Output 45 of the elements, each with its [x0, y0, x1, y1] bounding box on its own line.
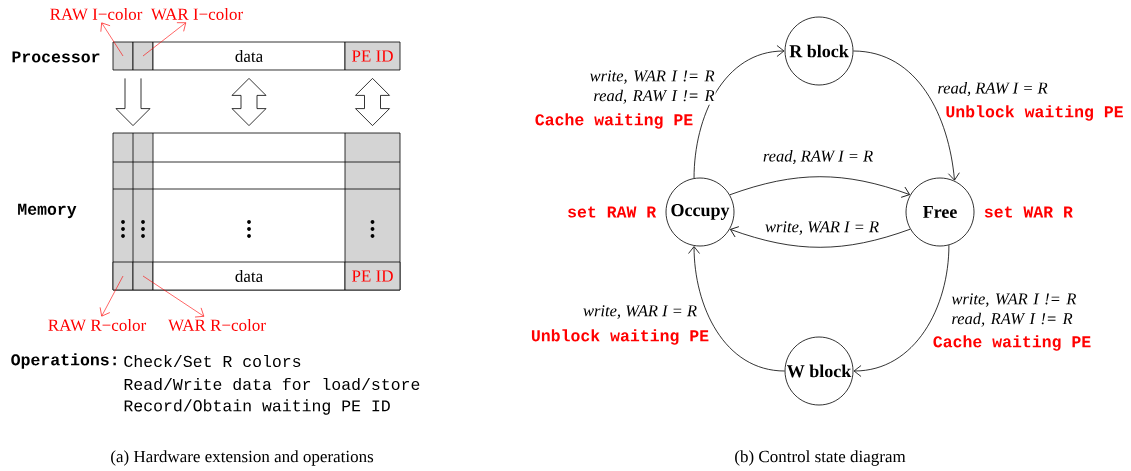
- register-cell: data: [152, 41, 346, 71]
- action-label: set RAW R: [568, 206, 657, 218]
- row-label: Processor: [12, 51, 100, 63]
- block-arrow: [231, 78, 267, 126]
- transition-arrow: [729, 176, 910, 198]
- transition-arrow: [693, 45, 785, 179]
- register-cell: PE ID: [344, 261, 401, 291]
- edge-label: write, WAR I = R: [582, 304, 698, 320]
- operation-text: Record/Obtain waiting PE ID: [124, 399, 390, 415]
- annotation-label: WAR I−color: [150, 7, 243, 20]
- action-label: Cache waiting PE: [535, 113, 693, 129]
- block-arrow: [355, 78, 390, 126]
- register-cell: data: [152, 261, 346, 291]
- register-cell: PE ID: [344, 41, 401, 71]
- block-arrow: [115, 78, 151, 126]
- leader-arrow: [142, 22, 187, 57]
- operation-text: Read/Write data for load/store: [124, 377, 420, 391]
- annotation-label: WAR R−color: [168, 319, 266, 331]
- leader-arrow: [100, 22, 124, 57]
- register-cell: [112, 41, 134, 71]
- row-label: Memory: [18, 203, 77, 219]
- operation-text: Check/Set R colors: [124, 354, 301, 368]
- caption: (a) Hardware extension and operations: [111, 450, 374, 466]
- edge-label: read, RAW I = R: [936, 81, 1049, 97]
- register-cell: [132, 41, 154, 71]
- action-label: Cache waiting PE: [933, 335, 1091, 351]
- edge-label: write, WAR I != R read, RAW I != R: [950, 292, 1085, 328]
- transition-arrow: [853, 244, 950, 377]
- register-cell: [132, 261, 154, 291]
- register-cell: [112, 261, 134, 291]
- heading-label: Operations:: [11, 353, 116, 369]
- transition-arrow: [853, 50, 960, 181]
- leader-arrow: [99, 275, 124, 317]
- transition-arrow: [688, 246, 785, 372]
- annotation-label: RAW I−color: [50, 7, 143, 20]
- caption: (b) Control state diagram: [735, 450, 906, 466]
- leader-arrow: [142, 275, 205, 318]
- action-label: Unblock waiting PE: [531, 329, 709, 345]
- action-label: Unblock waiting PE: [946, 105, 1123, 121]
- annotation-label: RAW R−color: [48, 319, 147, 331]
- edge-label: write, WAR I != R read, RAW I != R: [581, 69, 716, 105]
- action-label: set WAR R: [984, 206, 1073, 218]
- edge-label: write, WAR I = R: [764, 220, 880, 236]
- edge-label: read, RAW I = R: [761, 149, 875, 165]
- transition-arrow: [730, 226, 911, 248]
